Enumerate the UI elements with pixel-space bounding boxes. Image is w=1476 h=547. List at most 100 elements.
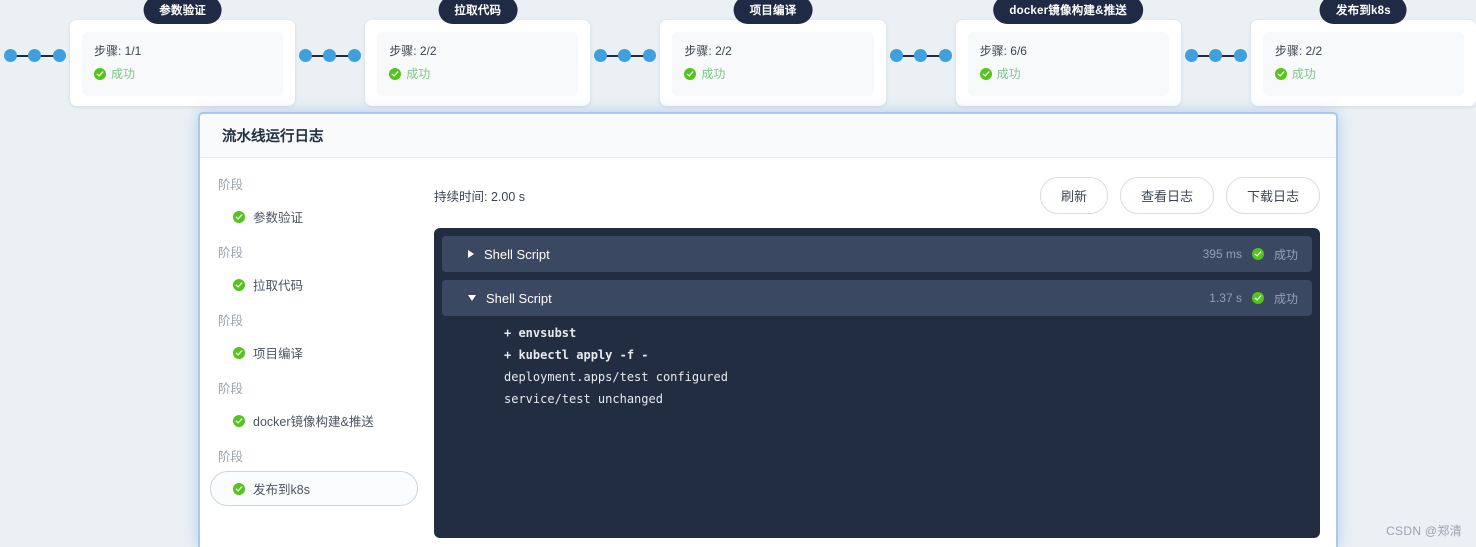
check-circle-icon: [233, 482, 245, 495]
stage-group-label: 阶段: [218, 178, 244, 192]
stage-status: 成功: [1274, 65, 1452, 82]
stage-group: 阶段拉取代码: [210, 242, 418, 302]
check-circle-icon: [979, 67, 992, 80]
connector-dot: [913, 49, 927, 62]
check-circle-icon: [684, 67, 697, 80]
stage-status: 成功: [389, 65, 566, 82]
chevron-down-icon[interactable]: [468, 295, 476, 301]
check-circle-icon: [233, 210, 245, 223]
sidebar-item-label: 拉取代码: [253, 279, 304, 293]
stage-card-body: 步骤: 6/6 成功: [967, 32, 1169, 96]
log-line: + kubectl apply -f -: [504, 348, 649, 362]
sidebar-item-label: 参数验证: [253, 211, 304, 225]
sidebar-item-stage[interactable]: 拉取代码: [210, 267, 418, 302]
log-step-name: Shell Script: [486, 290, 552, 306]
download-log-button[interactable]: 下载日志: [1225, 176, 1320, 214]
stage-name-pill: 参数验证: [143, 0, 222, 24]
stage-group: 阶段项目编译: [210, 310, 418, 370]
stage-connector: [299, 49, 362, 63]
stage-connector: [889, 49, 952, 63]
connector-dot: [348, 49, 362, 62]
stage-card[interactable]: 参数验证步骤: 1/1 成功: [70, 0, 296, 106]
check-circle-icon: [94, 67, 106, 80]
stage-steps-label: 步骤: 2/2: [389, 44, 437, 58]
stage-name-pill: 发布到k8s: [1319, 0, 1407, 24]
view-log-button[interactable]: 查看日志: [1119, 176, 1214, 214]
log-output: + envsubst + kubectl apply -f - deployment…: [442, 316, 1312, 410]
stage-connector: [594, 49, 657, 63]
stage-connector: [1184, 49, 1247, 63]
log-step-status: 成功: [1273, 291, 1298, 306]
sidebar-item-stage[interactable]: 发布到k8s: [210, 471, 418, 506]
log-toolbar: 持续时间: 2.00 s 刷新 查看日志 下载日志: [434, 172, 1320, 218]
stage-status: 成功: [979, 65, 1157, 82]
stage-steps-label: 步骤: 2/2: [684, 44, 732, 58]
sidebar-item-stage[interactable]: 项目编译: [210, 335, 418, 370]
check-circle-icon: [1251, 248, 1264, 260]
stage-status-label: 成功: [701, 67, 726, 81]
stage-status: 成功: [684, 65, 861, 82]
stage-name-pill: 项目编译: [733, 0, 813, 24]
stage-status: 成功: [94, 65, 271, 82]
connector-dot: [323, 49, 337, 62]
page-title: 流水线运行日志: [222, 129, 324, 145]
stage-steps-label: 步骤: 6/6: [979, 44, 1027, 58]
connector-dot: [53, 49, 66, 62]
connector-dot: [1184, 49, 1198, 62]
stage-status-label: 成功: [1291, 67, 1316, 81]
chevron-right-icon[interactable]: [468, 250, 474, 258]
connector-dot: [1233, 49, 1247, 62]
connector-dot: [28, 49, 41, 62]
stage-card-body: 步骤: 2/2 成功: [1262, 32, 1465, 96]
stage-status-label: 成功: [996, 67, 1021, 81]
stage-group-label: 阶段: [218, 246, 244, 260]
stage-status-label: 成功: [111, 67, 136, 81]
connector-dot: [618, 49, 632, 62]
refresh-button[interactable]: 刷新: [1039, 176, 1108, 214]
stage-card[interactable]: 项目编译步骤: 2/2 成功: [660, 0, 886, 106]
stage-group-label: 阶段: [218, 314, 244, 328]
connector-dot: [4, 49, 17, 62]
log-main-panel: 持续时间: 2.00 s 刷新 查看日志 下载日志 Shell Script 39…: [428, 158, 1336, 547]
stage-group: 阶段 docker镜像构建&推送: [210, 378, 418, 438]
stage-group: 阶段参数验证: [210, 174, 418, 234]
stage-connector: [4, 49, 66, 63]
stage-steps-label: 步骤: 2/2: [1274, 44, 1323, 58]
log-action-buttons: 刷新 查看日志 下载日志: [1039, 176, 1320, 214]
check-circle-icon: [1251, 292, 1264, 304]
stage-card[interactable]: 发布到k8s 步骤: 2/2 成功: [1250, 0, 1476, 106]
stage-card-body: 步骤: 2/2 成功: [377, 32, 579, 96]
log-line: + envsubst: [504, 326, 577, 340]
stage-group-label: 阶段: [218, 382, 244, 396]
stage-steps-label: 步骤: 1/1: [94, 44, 142, 58]
sidebar-item-label: docker镜像构建&推送: [253, 415, 374, 429]
connector-dot: [1208, 49, 1222, 62]
check-circle-icon: [233, 346, 245, 359]
connector-dot: [643, 49, 657, 62]
log-line: deployment.apps/test configured: [504, 370, 728, 384]
stage-status-label: 成功: [406, 67, 431, 81]
stage-card-body: 步骤: 1/1 成功: [82, 32, 284, 96]
stage-group: 阶段发布到k8s: [210, 446, 418, 506]
log-step-status: 成功: [1273, 247, 1298, 262]
check-circle-icon: [233, 414, 245, 427]
connector-dot: [889, 49, 903, 62]
sidebar-item-stage[interactable]: docker镜像构建&推送: [210, 403, 418, 438]
stage-group-label: 阶段: [218, 450, 244, 464]
sidebar-item-stage[interactable]: 参数验证: [210, 199, 418, 234]
connector-dot: [299, 49, 313, 62]
stage-card-body: 步骤: 2/2 成功: [672, 32, 874, 96]
log-step-name: Shell Script: [484, 246, 550, 262]
